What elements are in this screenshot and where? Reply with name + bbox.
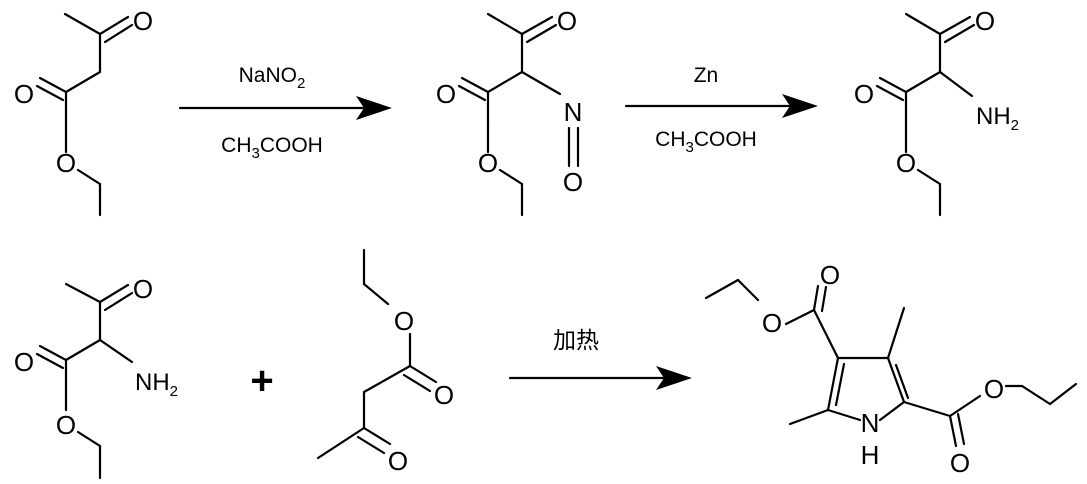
atom-oxygen: O [820,260,840,290]
atom-oxygen: O [133,6,153,36]
reaction-arrow-2: Zn CH3COOH [624,64,818,156]
atom-oxygen: O [950,448,970,478]
atom-oxygen: O [984,374,1004,404]
reagent-acetic-acid: CH3COOH [655,128,757,156]
molecule-amino-ester-reactant: O O O NH2 [14,274,178,480]
atom-oxygen: O [762,308,782,338]
atom-oxygen: O [557,6,577,36]
atom-pyrrole-nitrogen: N [861,408,880,438]
atom-oxygen: O [133,274,153,304]
reagent-sodium-nitrite: NaNO2 [239,64,306,92]
reaction-arrow-3: 加热 [508,327,692,390]
reagent-zinc: Zn [694,64,719,87]
atom-oxygen: O [14,347,34,377]
atom-oxygen: O [478,148,498,178]
group-amine: NH2 [135,369,178,400]
molecule-amino-ester-product: O O O NH2 [854,6,1019,217]
atom-oxygen: O [434,380,454,410]
reaction-arrow-1: NaNO2 CH3COOH [178,64,392,162]
atom-oxygen: O [975,6,995,36]
atom-pyrrole-hydrogen: H [861,440,880,470]
atom-oxygen: O [436,79,456,109]
molecule-nitroso-intermediate: O O O N O [436,6,583,217]
reagent-acetic-acid: CH3COOH [221,134,323,162]
atom-oxygen: O [388,446,408,476]
molecule-ethyl-acetoacetate: O O O [14,6,153,217]
group-amine: NH2 [976,103,1019,134]
atom-nitrogen: N [564,97,583,127]
atom-oxygen: O [563,167,583,197]
molecule-ethyl-acetoacetate-2: O O O [316,248,454,476]
atom-oxygen: O [394,306,414,336]
plus-sign: + [250,359,273,403]
atom-oxygen: O [896,148,916,178]
condition-heat: 加热 [553,327,599,353]
atom-oxygen: O [14,79,34,109]
atom-oxygen: O [56,410,76,440]
atom-oxygen: O [854,79,874,109]
molecule-pyrrole-diester: O O O O N H [704,260,1078,478]
atom-oxygen: O [56,148,76,178]
